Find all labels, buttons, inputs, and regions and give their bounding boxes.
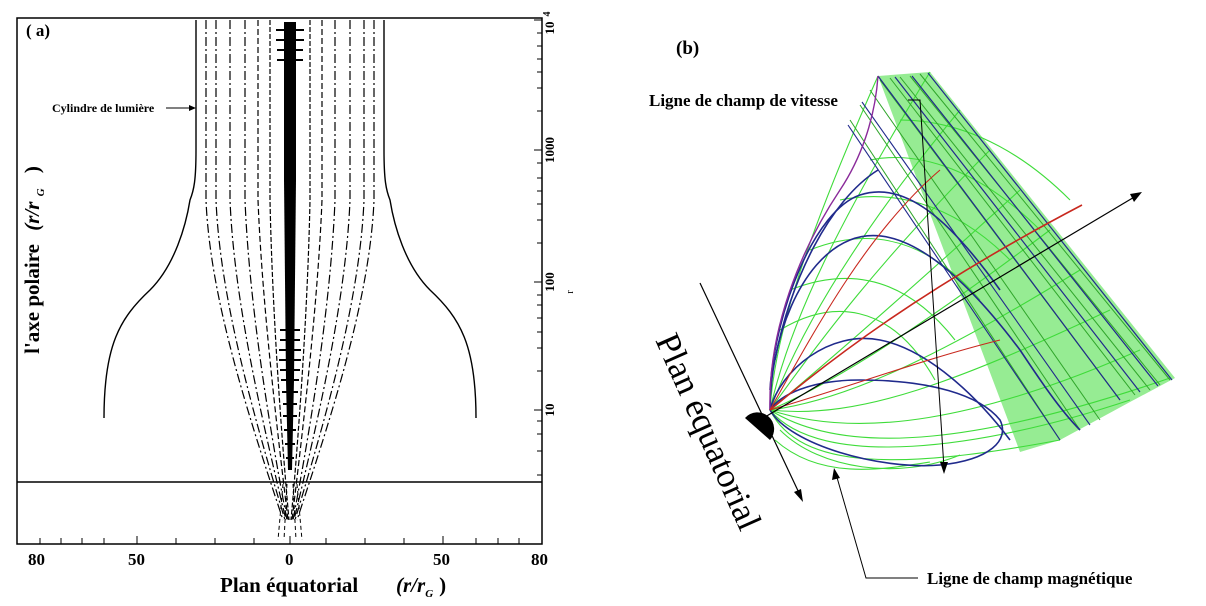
light-cylinder-left xyxy=(103,20,197,419)
svg-text:l'axe polaire (r/r: l'axe polaire (r/r G ) xyxy=(20,166,49,354)
x-tick-label-50-left: 50 xyxy=(128,550,145,569)
magnetic-line-label: Ligne de champ magnétique xyxy=(927,569,1133,588)
purple-outline xyxy=(769,75,879,411)
y-tick-label-100: 100 xyxy=(542,272,557,292)
x-tick-label-0: 0 xyxy=(285,550,294,569)
velocity-line-pointer-head xyxy=(940,462,948,474)
magnetic-line-pointer-head xyxy=(832,468,840,480)
field-line-l4 xyxy=(244,20,288,521)
field-line-r3 xyxy=(293,20,351,521)
polar-axis-arrowhead xyxy=(1130,192,1142,202)
red-velocity-lines xyxy=(769,169,1083,411)
field-line-r4 xyxy=(292,20,336,521)
lower-field-lines xyxy=(277,483,303,541)
panel-b-label: (b) xyxy=(676,38,699,59)
magnetic-field-line-5 xyxy=(774,169,879,361)
x-ticks xyxy=(39,536,520,544)
x-tick-label-80-right: 80 xyxy=(531,550,548,569)
equatorial-plane-arrowhead xyxy=(794,489,803,502)
y-tick-exponent: 4 xyxy=(542,12,553,17)
field-line-l3 xyxy=(229,20,287,521)
field-lines xyxy=(205,20,375,521)
field-line-l6 xyxy=(269,20,290,521)
panel-a-frame xyxy=(16,17,543,545)
field-line-r1 xyxy=(296,20,375,521)
y-ticks xyxy=(534,19,542,476)
y-axis-label: l'axe polaire (r/r G ) xyxy=(20,166,49,354)
panel-a: Cylindre de lumière ( a) 10 100 1000 10 … xyxy=(16,12,576,600)
magnetic-field-line-3 xyxy=(769,234,1081,431)
x-axis-label-unit: (r/rG) xyxy=(396,573,446,600)
magnetic-field-lines xyxy=(769,72,1173,467)
velocity-line-label: Ligne de champ de vitesse xyxy=(649,91,838,110)
y-axis-label-sub: G xyxy=(35,188,47,196)
annotation-arrowhead xyxy=(189,105,196,111)
red-velocity-line-3 xyxy=(769,339,1001,411)
panel-a-label: ( a) xyxy=(26,21,50,40)
magnetic-field-line-1 xyxy=(769,379,1004,467)
y-axis-label-close: ) xyxy=(20,166,44,173)
velocity-line-pointer xyxy=(908,99,945,469)
polar-axis-arrow xyxy=(759,195,1137,421)
x-tick-label-80-left: 80 xyxy=(28,550,45,569)
green-sheath xyxy=(878,72,1175,452)
y-tick-label-10: 10 xyxy=(542,404,557,417)
field-line-l1 xyxy=(205,20,284,521)
x-tick-label-50-right: 50 xyxy=(433,550,450,569)
annotation-light-cylinder: Cylindre de lumière xyxy=(52,101,155,115)
magnetic-field-line-2 xyxy=(769,337,1011,441)
y-axis-label-unit: (r/r xyxy=(20,201,44,231)
equatorial-plane-line xyxy=(699,282,801,496)
y-tick-label-1000: 1000 xyxy=(542,137,557,163)
light-cylinder-right xyxy=(383,20,477,419)
red-velocity-line-1 xyxy=(769,204,1083,411)
equatorial-plane-label: Plan équatorial xyxy=(648,327,770,536)
red-velocity-line-2 xyxy=(769,169,941,411)
central-jet xyxy=(284,22,296,470)
y-tick-label-10k: 10 xyxy=(542,22,557,35)
magnetic-field-line-4 xyxy=(769,191,1001,391)
field-line-l2 xyxy=(215,20,286,521)
y-axis-label-main: l'axe polaire xyxy=(20,244,44,354)
panel-b: (b) xyxy=(648,38,1175,588)
field-line-r6 xyxy=(290,20,311,521)
stray-mark: r xyxy=(565,290,576,294)
central-object xyxy=(745,412,775,440)
jet-hatching xyxy=(276,29,304,459)
magnetic-line-pointer xyxy=(835,473,918,579)
field-line-r2 xyxy=(294,20,365,521)
x-axis-label-main: Plan équatorial xyxy=(220,573,358,597)
